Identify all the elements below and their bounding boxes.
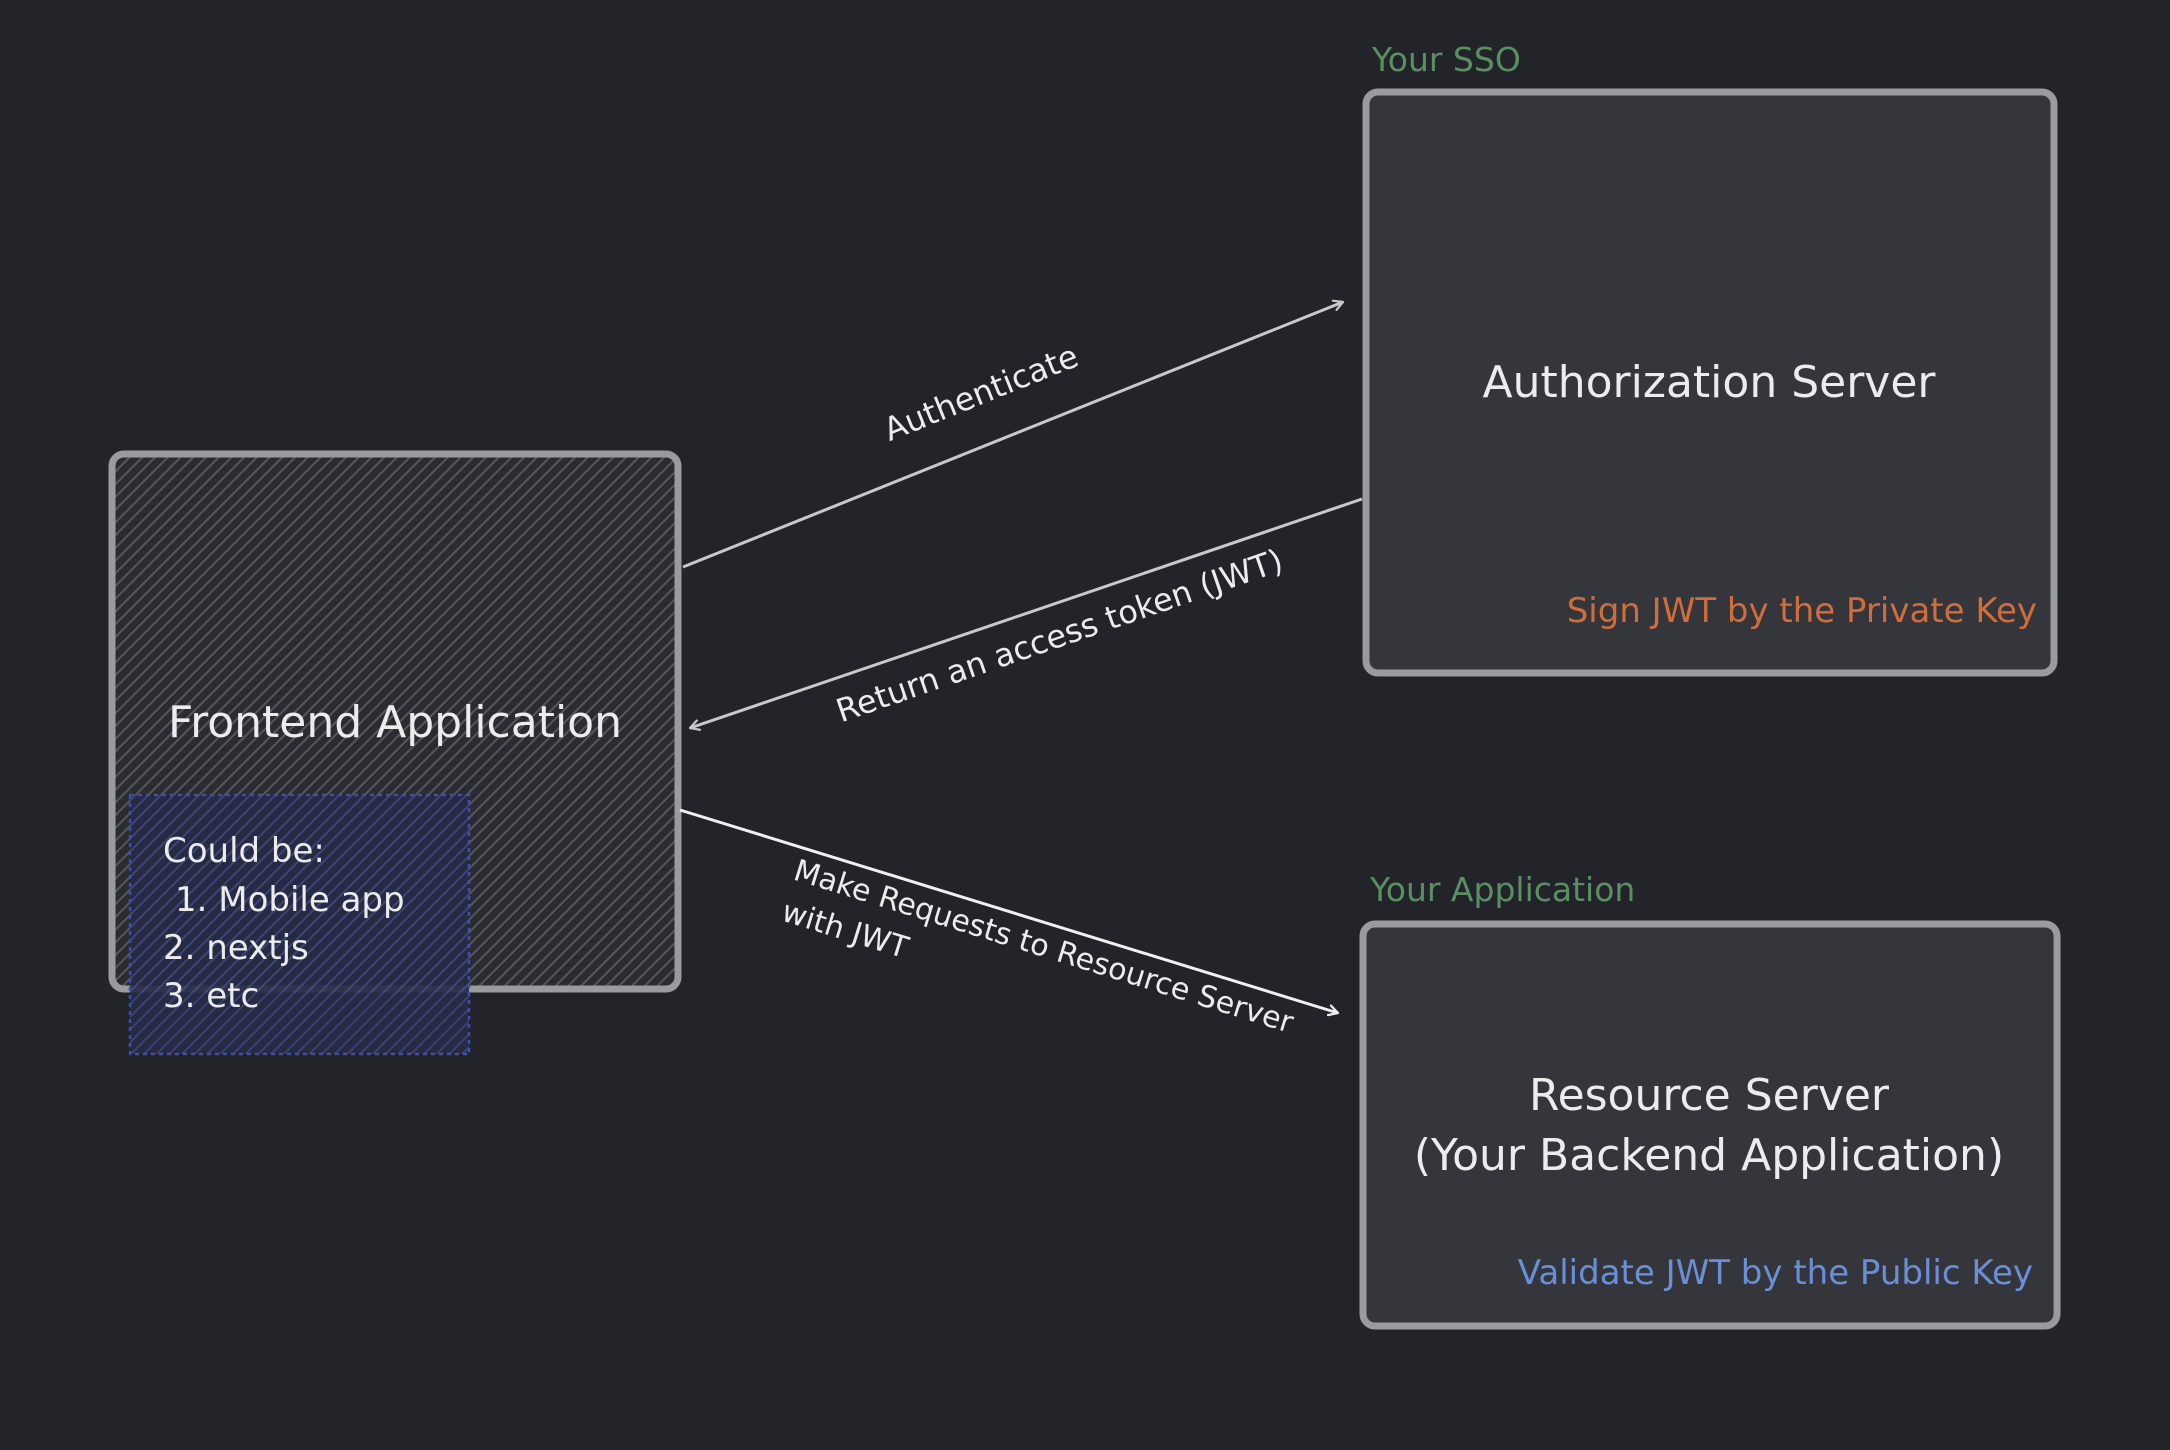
resource-server-box xyxy=(1359,920,2061,1330)
could-be-box xyxy=(128,793,471,1056)
return-token-label: Return an access token (JWT) xyxy=(831,541,1287,730)
could-be-note: Could be: 1. Mobile app 2. nextjs 3. etc xyxy=(128,793,471,1056)
sign-jwt-note: Sign JWT by the Private Key xyxy=(1567,591,2037,631)
authorization-server-box xyxy=(1362,88,2058,677)
validate-jwt-note: Validate JWT by the Public Key xyxy=(1518,1253,2033,1293)
resource-server-subtitle: (Your Backend Application) xyxy=(1414,1130,2004,1181)
could-be-item: 2. nextjs xyxy=(163,928,309,968)
resource-server-title: Resource Server xyxy=(1529,1070,1890,1121)
authorization-server-title: Authorization Server xyxy=(1483,357,1937,408)
edge-make-requests: Make Requests to Resource Server with JW… xyxy=(679,808,1338,1041)
group-label-application: Your Application xyxy=(1369,870,1635,909)
edge-authenticate: Authenticate xyxy=(682,302,1343,569)
could-be-item: 1. Mobile app xyxy=(175,880,405,920)
authenticate-arrow xyxy=(682,302,1343,569)
group-label-sso: Your SSO xyxy=(1371,40,1521,79)
make-requests-arrow xyxy=(679,808,1338,1013)
authenticate-label: Authenticate xyxy=(878,337,1083,449)
frontend-title: Frontend Application xyxy=(168,697,622,748)
edge-return-token: Return an access token (JWT) xyxy=(690,497,1363,730)
could-be-item: 3. etc xyxy=(163,976,259,1016)
return-token-arrow xyxy=(690,497,1363,728)
authorization-server-node: Authorization Server Sign JWT by the Pri… xyxy=(1362,88,2058,677)
resource-server-node: Resource Server (Your Backend Applicatio… xyxy=(1359,920,2061,1330)
could-be-heading: Could be: xyxy=(163,831,325,871)
